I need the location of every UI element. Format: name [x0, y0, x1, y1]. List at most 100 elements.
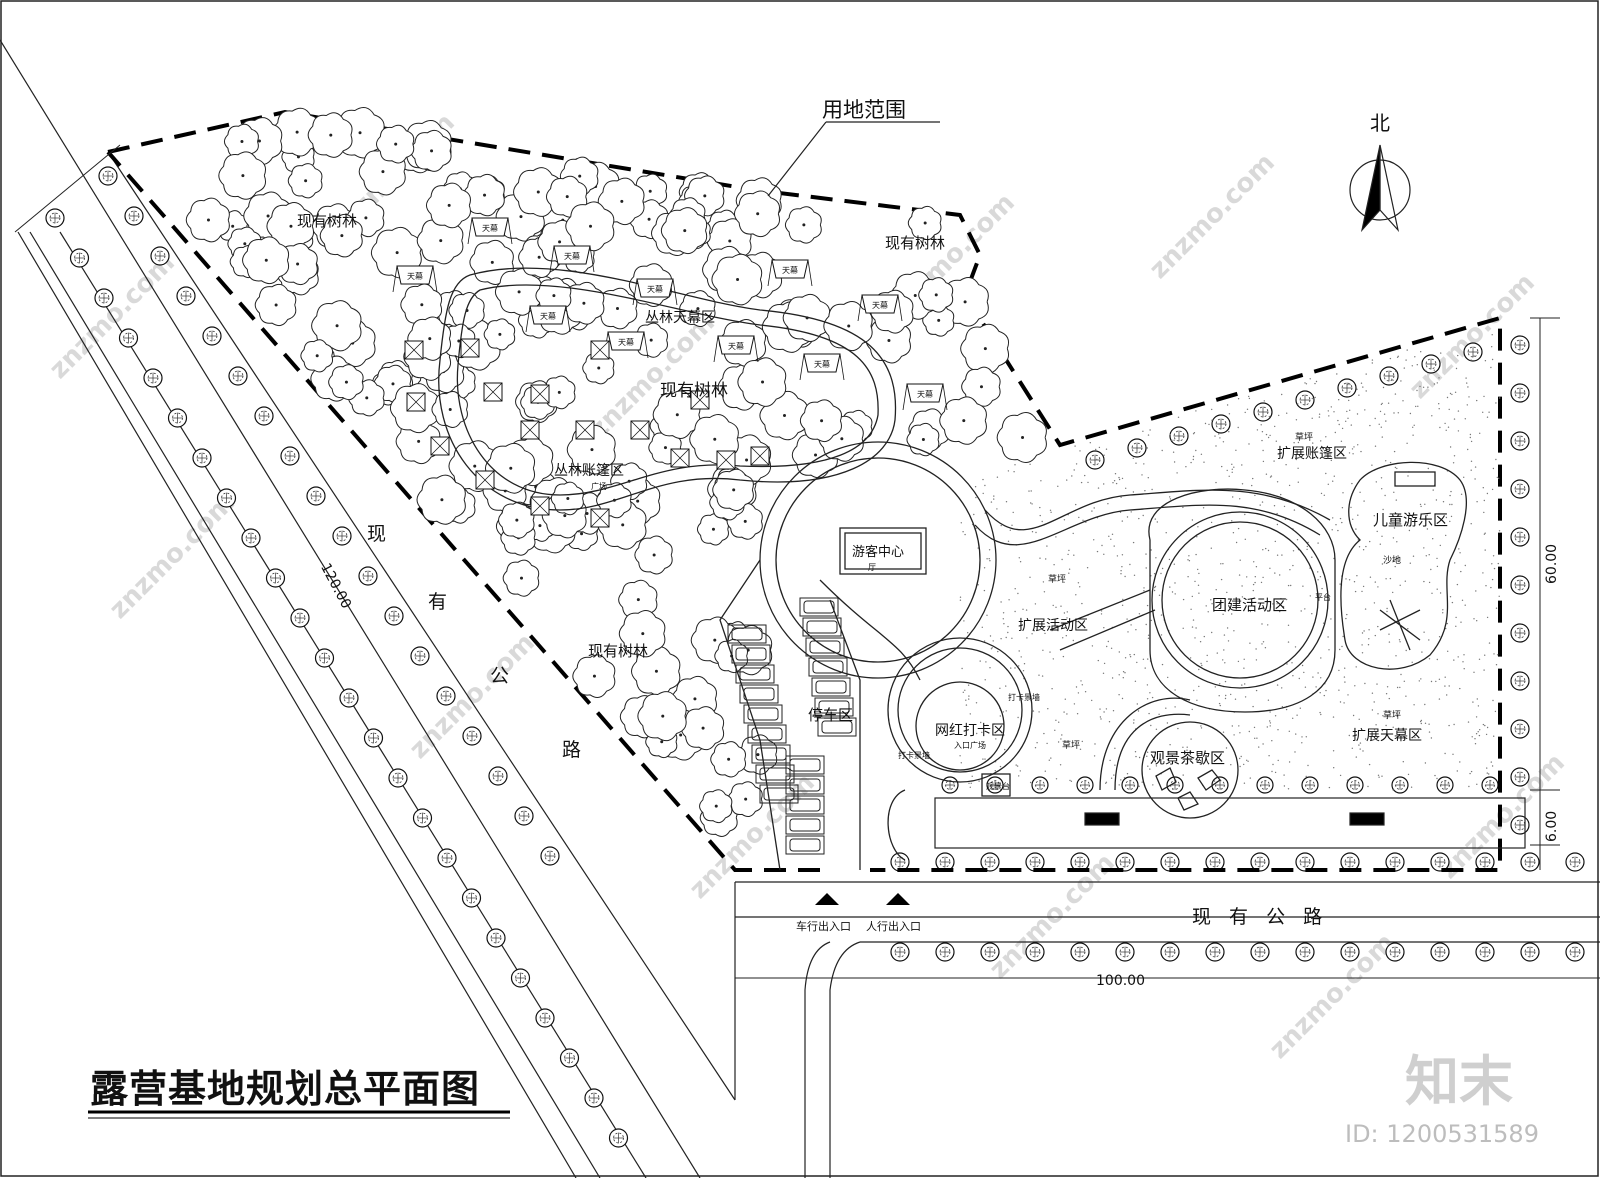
street-tree-icon: [1337, 378, 1357, 398]
street-tree-icon: [1520, 852, 1540, 872]
west-road-char-4: 路: [562, 739, 587, 761]
forest-tree-icon: [733, 190, 781, 238]
visitor-center-label: 游客中心: [852, 544, 904, 560]
forest-tree-icon: [631, 646, 681, 697]
street-tree-icon: [1250, 852, 1270, 872]
drawing-title: 露营基地规划总平面图: [90, 1067, 480, 1111]
parking-lot: [727, 597, 857, 855]
street-tree-icon: [1301, 776, 1319, 794]
street-tree-icon: [118, 328, 139, 348]
street-tree-icon: [1169, 426, 1189, 446]
parking-roads: [719, 559, 921, 871]
street-tree-icon: [1295, 942, 1315, 962]
tea-area-label: 观景茶歇区: [1150, 749, 1225, 767]
street-tree-icon: [1250, 942, 1270, 962]
street-tree-icon: [1115, 942, 1135, 962]
street-tree-icon: [143, 368, 163, 388]
pedestrian-entrance-label: 人行出入口: [866, 919, 921, 933]
camp-tent-icon: [483, 382, 503, 402]
street-tree-icon: [1481, 776, 1499, 794]
street-tree-icon: [192, 448, 212, 468]
team-activity-label: 团建活动区: [1212, 596, 1287, 614]
view-platform-label: 观景台: [986, 781, 1010, 791]
jungle-canopy-label: 丛林天幕区: [645, 310, 715, 326]
street-tree-icon: [388, 768, 408, 788]
forest-nw-label: 现有树林: [297, 212, 357, 230]
north-arrow-icon: [1349, 144, 1411, 233]
street-tree-icon: [306, 486, 326, 506]
parking-stall: [799, 597, 839, 617]
forest-tree-icon: [996, 412, 1047, 464]
canopy-tent-label: 天幕: [782, 265, 798, 275]
forest-tree-icon: [242, 236, 290, 285]
street-tree-icon: [1346, 776, 1364, 794]
parking-stall: [805, 637, 845, 657]
canopy-tent-icon: 天幕: [857, 294, 903, 322]
south-road-label: 现 有 公 路: [1192, 906, 1328, 928]
forest-tree-icon: [484, 442, 536, 494]
street-tree-icon: [1253, 402, 1273, 422]
north-label: 北: [1370, 111, 1390, 135]
street-tree-icon: [1430, 942, 1450, 962]
west-road-char-1: 现: [367, 523, 392, 545]
street-tree-icon: [559, 1048, 580, 1068]
forest-tree-icon: [425, 182, 471, 229]
street-tree-icon: [1121, 776, 1139, 794]
jungle-tent-sub-label: 广场: [591, 481, 607, 491]
street-tree-icon: [1295, 390, 1315, 410]
camp-tent-icon: [630, 420, 650, 440]
roadside-trees: [45, 166, 1585, 1148]
canopy-tent-icon: 天幕: [525, 305, 571, 333]
south-road: [734, 881, 1600, 1178]
canopy-tent-label: 天幕: [647, 284, 663, 294]
jungle-tent-label: 丛林账篷区: [554, 463, 624, 479]
parking-label: 停车区: [808, 706, 853, 724]
street-tree-icon: [462, 726, 482, 746]
street-tree-icon: [1565, 942, 1585, 962]
camp-tent-icon: [430, 436, 450, 456]
forest-tree-icon: [307, 112, 353, 158]
middle-lawn-label: 草坪: [1062, 739, 1080, 751]
street-tree-icon: [290, 608, 310, 628]
camp-tent-icon: [475, 470, 495, 490]
street-tree-icon: [1436, 776, 1454, 794]
existing-forest-trees: [185, 106, 1047, 837]
street-tree-icon: [1430, 852, 1450, 872]
street-tree-icon: [1385, 852, 1405, 872]
forest-tree-icon: [376, 124, 415, 164]
street-tree-icon: [1520, 942, 1540, 962]
street-tree-icon: [1379, 366, 1399, 386]
canopy-tent-icon: 天幕: [902, 383, 948, 411]
street-tree-icon: [437, 848, 457, 868]
street-tree-icon: [363, 728, 384, 748]
street-tree-icon: [1565, 852, 1585, 872]
street-tree-icon: [1510, 671, 1530, 691]
street-tree-icon: [94, 288, 114, 308]
canopy-tent-label: 天幕: [728, 341, 744, 351]
street-tree-icon: [358, 566, 378, 586]
forest-tree-icon: [782, 293, 831, 342]
canopy-tent-label: 天幕: [540, 311, 556, 321]
street-tree-icon: [935, 942, 955, 962]
forest-center-label: 现有树林: [660, 381, 728, 401]
street-tree-icon: [535, 1008, 555, 1028]
team-activity-plaza: [1049, 488, 1336, 713]
camp-tent-icon: [404, 340, 424, 360]
camp-tent-icon: [460, 338, 480, 358]
street-tree-icon: [461, 888, 482, 908]
forest-tree-icon: [483, 318, 516, 351]
canopy-tent-icon: 天幕: [603, 331, 649, 359]
parking-stall: [785, 815, 825, 835]
camp-tent-icon: [575, 420, 595, 440]
forest-tree-icon: [287, 163, 323, 199]
camp-tent-icon: [530, 384, 550, 404]
street-tree-icon: [1475, 852, 1495, 872]
canopy-tent-icon: 天幕: [467, 217, 513, 245]
forest-tree-icon: [218, 151, 267, 200]
forest-tree-icon: [699, 789, 733, 824]
jungle-path-loop: [438, 267, 897, 511]
street-tree-icon: [412, 808, 433, 828]
street-tree-icon: [1475, 942, 1495, 962]
forest-tree-icon: [660, 207, 708, 255]
